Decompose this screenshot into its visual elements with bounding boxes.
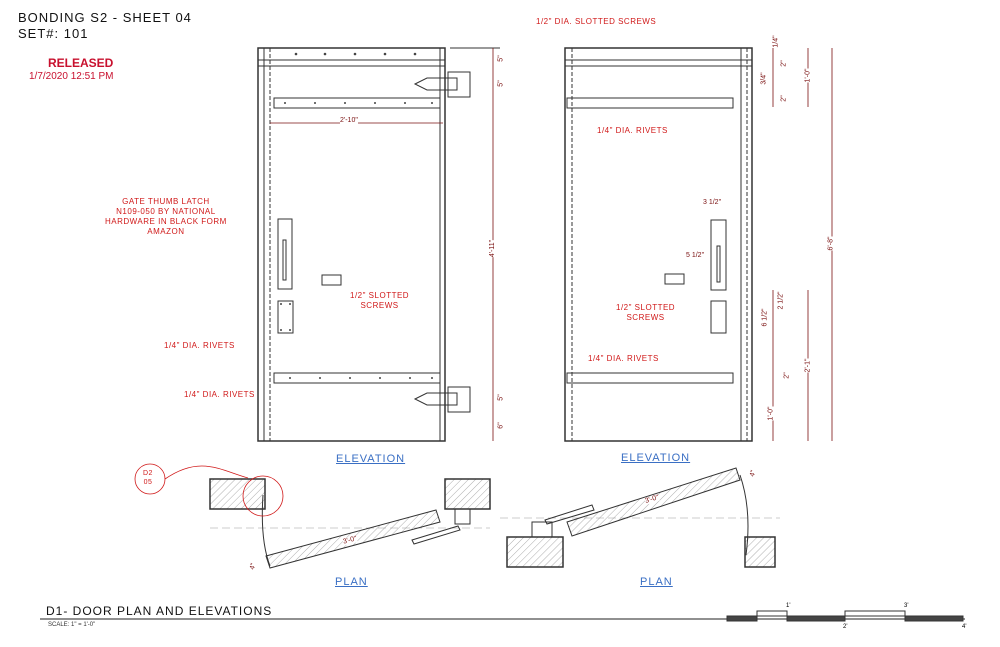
dim-bottom1: 5": [497, 394, 505, 401]
scale-tick-1: 1': [786, 603, 791, 609]
dim-top-total: 1'-0": [804, 68, 812, 83]
note-line: SCREWS: [360, 301, 399, 310]
dim-d3: 3/4": [760, 72, 768, 85]
dim-d5: 2 1/2": [777, 291, 785, 310]
detail-callout[interactable]: D2 05: [143, 469, 153, 487]
right-elevation-label: ELEVATION: [621, 452, 691, 464]
drawing-scale: SCALE: 1" = 1'-0": [48, 622, 96, 628]
right-door-elevation: [564, 47, 753, 442]
dim-d6: 6 1/2": [761, 308, 769, 327]
dim-d1: 1/4": [772, 35, 780, 48]
note-top-screws: 1/2" DIA. SLOTTED SCREWS: [536, 17, 657, 26]
dim-screw-offset: 5 1/2": [686, 252, 705, 259]
status-date: 1/7/2020 12:51 PM: [29, 71, 114, 82]
dim-d4: 2": [780, 95, 788, 102]
right-plan-label: PLAN: [640, 576, 673, 588]
dim-top2: 5": [497, 80, 505, 87]
note-latch: GATE THUMB LATCH N109-050 BY NATIONAL HA…: [105, 197, 227, 237]
sheet-title: BONDING S2 - SHEET 04: [18, 10, 192, 25]
note-screws: 1/2" SLOTTED SCREWS: [350, 291, 409, 311]
note-rivets-bar: 1/4" DIA. RIVETS: [184, 390, 255, 399]
dim-overall: 6'-8": [827, 236, 835, 251]
note-line: AMAZON: [147, 227, 185, 236]
note-line: 1/2" SLOTTED: [350, 291, 410, 300]
note-line: GATE THUMB LATCH: [122, 197, 210, 206]
left-plan-label: PLAN: [335, 576, 368, 588]
scale-bar: [726, 610, 964, 622]
note-screws-right: 1/2" SLOTTED SCREWS: [616, 303, 675, 323]
dim-bottom: 1'-0": [767, 406, 775, 421]
dim-d2: 2": [780, 60, 788, 67]
drawing-title: D1- DOOR PLAN AND ELEVATIONS: [46, 604, 273, 618]
dim-d7: 2": [783, 372, 791, 379]
callout-sheet: 05: [143, 479, 153, 486]
dim-lower: 2'-1": [804, 358, 812, 373]
dim-latch-offset: 3 1/2": [703, 199, 722, 206]
dim-top1: 5": [497, 55, 505, 62]
callout-detail: D2: [143, 470, 153, 477]
scale-tick-2: 2': [843, 624, 848, 630]
left-door-plan: [134, 463, 491, 569]
note-line: SCREWS: [626, 313, 665, 322]
set-number: SET#: 101: [18, 26, 89, 41]
right-door-plan: [500, 467, 780, 568]
scale-tick-3: 3': [904, 603, 909, 609]
note-bottom-rivets: 1/4" DIA. RIVETS: [588, 354, 659, 363]
note-line: N109-050 BY NATIONAL: [116, 207, 216, 216]
dim-bottom2: 6": [497, 422, 505, 429]
left-door-elevation: [257, 47, 500, 442]
status-badge: RELEASED: [48, 56, 114, 70]
left-elevation-label: ELEVATION: [336, 453, 406, 465]
note-line: 1/2" SLOTTED: [616, 303, 676, 312]
dim-width: 2'-10": [340, 117, 358, 124]
note-top-rivets: 1/4" DIA. RIVETS: [597, 126, 668, 135]
scale-tick-4: 4': [962, 624, 967, 630]
note-rivets-plate: 1/4" DIA. RIVETS: [164, 341, 235, 350]
dim-middle: 4'-11": [489, 239, 497, 258]
note-line: HARDWARE IN BLACK FORM: [105, 217, 227, 226]
